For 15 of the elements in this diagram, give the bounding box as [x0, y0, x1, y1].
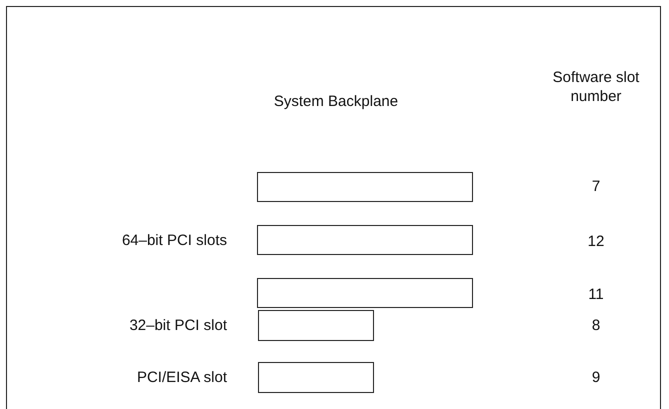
slot-outline — [258, 362, 374, 393]
slot-number: 8 — [590, 316, 602, 335]
slot-number: 9 — [590, 368, 602, 387]
slot-number: 7 — [590, 177, 602, 196]
slot-number: 11 — [587, 285, 605, 304]
slot-number: 12 — [586, 232, 606, 251]
slot-outline — [257, 278, 473, 308]
slot-outline — [257, 225, 473, 255]
slot-label: 32–bit PCI slot — [128, 316, 227, 335]
slot-outline — [257, 172, 473, 202]
slot-label: PCI/EISA slot — [136, 368, 227, 387]
slot-outline — [258, 310, 374, 341]
column-heading: Software slot number — [552, 68, 640, 106]
slot-group-label: 64–bit PCI slots — [120, 231, 227, 250]
column-heading: System Backplane — [272, 92, 400, 111]
